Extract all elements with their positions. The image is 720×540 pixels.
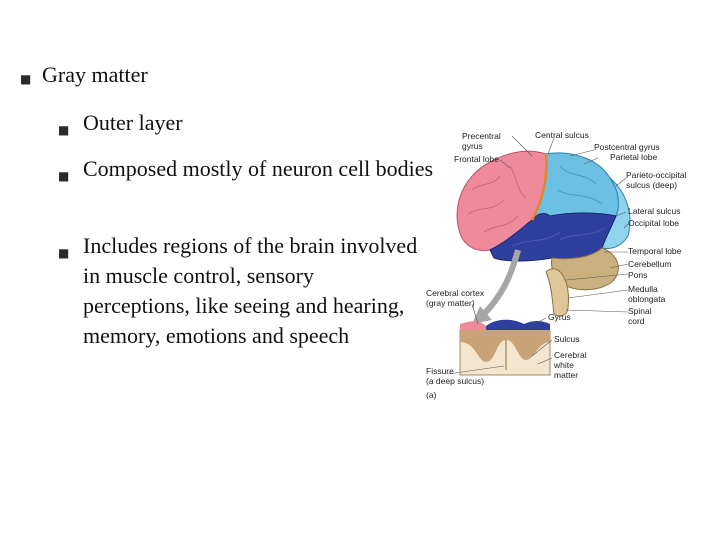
- label-lateral-sulcus: Lateral sulcus: [628, 206, 680, 216]
- bullet-gray-matter: ■ Gray matter: [20, 62, 148, 88]
- label-parietal-lobe: Parietal lobe: [610, 152, 658, 162]
- bullet-marker-icon: ■: [58, 169, 70, 183]
- label-sulcus: Sulcus: [554, 334, 580, 344]
- bullet-neuron-cell-bodies: ■ Composed mostly of neuron cell bodies: [58, 154, 438, 184]
- bullet-text: Outer layer: [83, 110, 183, 135]
- label-frontal-lobe: Frontal lobe: [454, 154, 499, 164]
- zoom-arrow: [479, 249, 521, 319]
- label-postcentral-gyrus: Postcentral gyrus: [594, 142, 660, 152]
- brain-illustration: [456, 150, 631, 317]
- bullet-marker-icon: ■: [58, 246, 70, 260]
- label-temporal-lobe: Temporal lobe: [628, 246, 682, 256]
- bullet-text: Includes regions of the brain involved i…: [83, 233, 418, 348]
- bullet-brain-regions: ■ Includes regions of the brain involved…: [58, 231, 418, 351]
- brainstem-shape: [545, 268, 569, 317]
- label-occipital-lobe: Occipital lobe: [628, 218, 679, 228]
- bullet-marker-icon: ■: [20, 72, 32, 86]
- cortex-section: [459, 319, 551, 376]
- label-cerebral-cortex: Cerebral cortex(gray matter): [426, 288, 485, 308]
- label-cerebellum: Cerebellum: [628, 259, 671, 269]
- bullet-marker-icon: ■: [58, 123, 70, 137]
- label-pons: Pons: [628, 270, 647, 280]
- bullet-text: Gray matter: [42, 62, 148, 87]
- bullet-text: Composed mostly of neuron cell bodies: [83, 156, 434, 181]
- label-panel-a: (a): [426, 390, 437, 400]
- label-central-sulcus: Central sulcus: [535, 130, 589, 140]
- bullet-outer-layer: ■ Outer layer: [58, 108, 418, 138]
- label-fissure: Fissure(a deep sulcus): [426, 366, 484, 386]
- label-gyrus: Gyrus: [548, 312, 571, 322]
